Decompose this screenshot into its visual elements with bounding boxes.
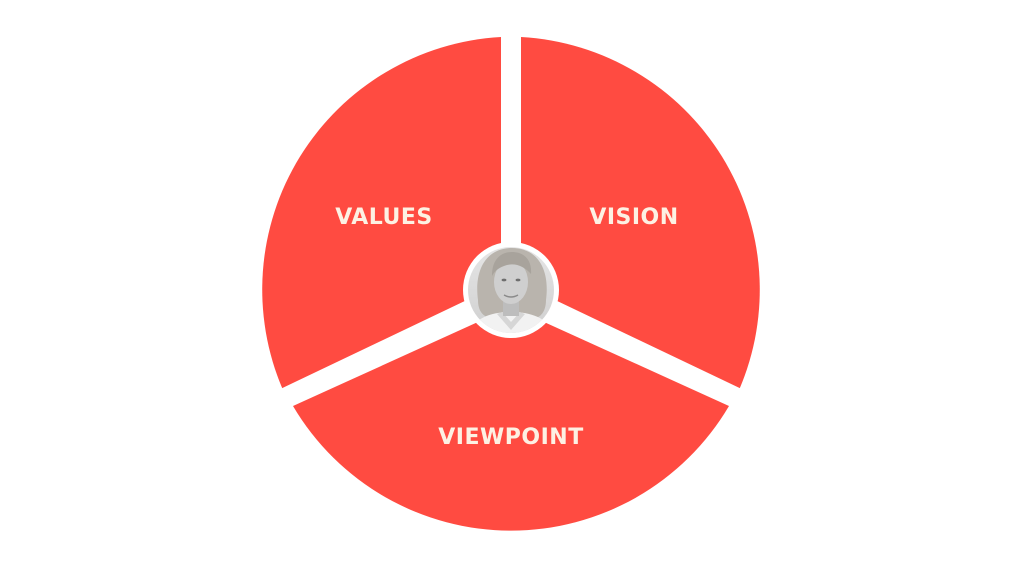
center-portrait (463, 242, 559, 338)
segment-label-vision: VISION (589, 205, 678, 230)
segment-values (262, 37, 501, 390)
segment-vision (521, 37, 760, 390)
segment-viewpoint (293, 307, 729, 531)
segment-label-values: VALUES (335, 205, 433, 230)
segment-label-viewpoint: VIEWPOINT (438, 425, 583, 450)
